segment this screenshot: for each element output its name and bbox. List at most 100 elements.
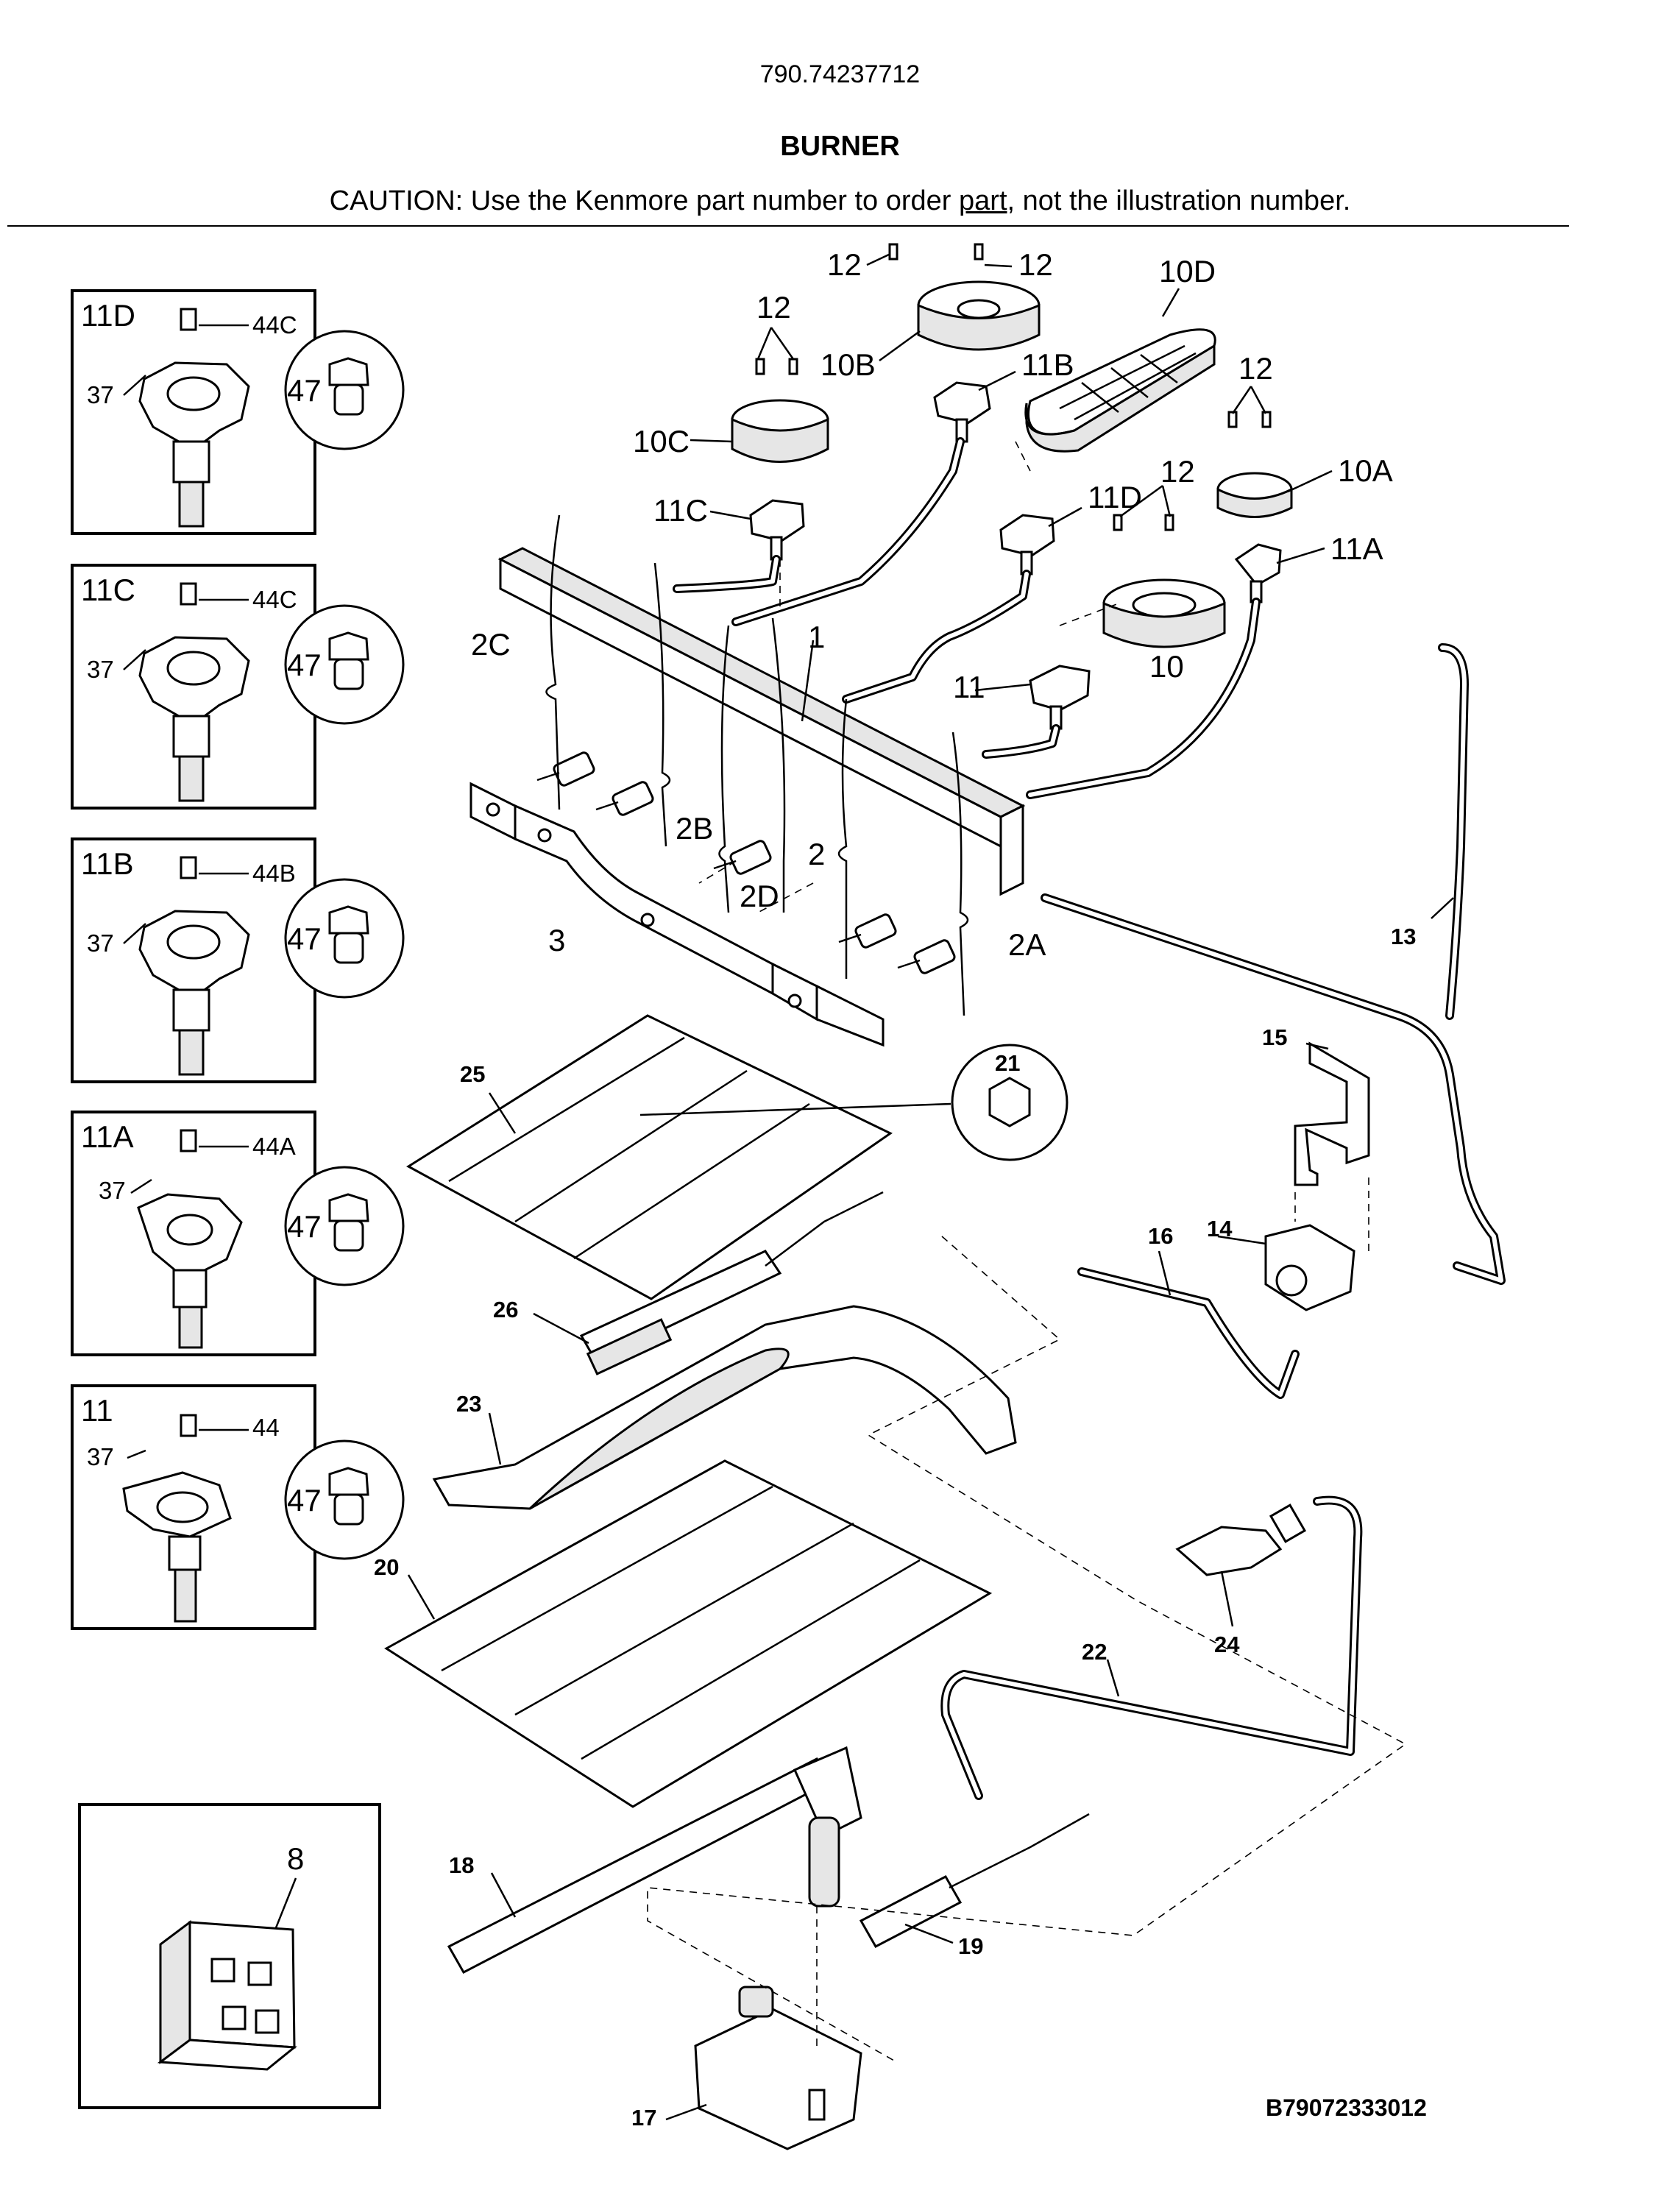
orifice-holder-11d bbox=[999, 514, 1055, 575]
callout-24: 24 bbox=[1214, 1632, 1240, 1657]
inset-11c-circle-part bbox=[328, 631, 369, 690]
inset-11a-screw-label: 37 bbox=[99, 1177, 126, 1204]
inset-11b-circle-part bbox=[328, 905, 369, 964]
valve-2d bbox=[713, 840, 772, 875]
oven-valve-17 bbox=[694, 1986, 862, 2150]
gas-tube-22 bbox=[940, 1495, 1363, 1800]
orifice-holder-11 bbox=[1029, 665, 1091, 730]
caution-part-word: part bbox=[959, 185, 1007, 216]
inset-11a: 11A 44A 37 47 bbox=[71, 1111, 405, 1356]
page-title: BURNER bbox=[780, 131, 900, 162]
callout-11d: 11D bbox=[1088, 480, 1142, 514]
inset-11a-title: 11A bbox=[81, 1119, 134, 1154]
orifice-holder-11a bbox=[1234, 543, 1282, 603]
nut-21 bbox=[988, 1077, 1031, 1127]
callout-2b: 2B bbox=[676, 811, 713, 846]
inset-11d-screw-label: 37 bbox=[87, 381, 114, 408]
callout-11a: 11A bbox=[1330, 531, 1383, 566]
inset-11-title: 11 bbox=[81, 1393, 113, 1428]
inset-11a-circle-label: 47 bbox=[287, 1209, 322, 1244]
inset-11a-circle-part bbox=[328, 1193, 369, 1252]
inset-11c-valve-drawing bbox=[123, 582, 250, 802]
callout-2a: 2A bbox=[1008, 927, 1046, 962]
inset-11c-cap-label: 44C bbox=[252, 586, 297, 613]
valve-2-a bbox=[838, 913, 897, 949]
callout-12-top-right: 12 bbox=[1018, 247, 1053, 282]
gas-tube-13 bbox=[1041, 893, 1506, 1285]
callout-10: 10 bbox=[1149, 649, 1184, 684]
callout-11: 11 bbox=[953, 670, 985, 704]
ignitor-26 bbox=[579, 1191, 884, 1375]
callout-14: 14 bbox=[1207, 1216, 1233, 1242]
callout-13: 13 bbox=[1391, 924, 1416, 949]
callout-10c: 10C bbox=[633, 424, 690, 458]
burner-10 bbox=[1102, 578, 1226, 648]
inset-11: 11 44 37 47 bbox=[71, 1384, 405, 1630]
baffle-plate-20 bbox=[384, 1459, 993, 1808]
inset-11b: 11B 44B 37 47 bbox=[71, 837, 405, 1083]
screws-12 bbox=[755, 243, 1272, 531]
inset-11c-title: 11C bbox=[81, 573, 135, 607]
diagram-reference-code: B79072333012 bbox=[1266, 2094, 1427, 2121]
alignment-dashes bbox=[647, 441, 1407, 2061]
model-number: 790.74237712 bbox=[759, 60, 921, 88]
broil-burner-18 bbox=[447, 1746, 862, 1974]
callout-12-mid-left: 12 bbox=[756, 290, 791, 325]
callout-12-top-left: 12 bbox=[827, 247, 862, 282]
inset-11b-title: 11B bbox=[81, 846, 134, 881]
callout-labels: 12 12 10D 12 10B 11B 12 10C 10A 12 11D 1… bbox=[374, 247, 1416, 2131]
bracket-15 bbox=[1294, 1041, 1370, 1186]
callout-10b: 10B bbox=[820, 347, 876, 382]
callout-1: 1 bbox=[808, 620, 825, 654]
valve-2c-b bbox=[595, 781, 654, 816]
callout-20: 20 bbox=[374, 1554, 399, 1580]
inset-11-screw-label: 37 bbox=[87, 1443, 114, 1470]
caution-text-before: CAUTION: Use the Kenmore part number to … bbox=[329, 185, 960, 216]
ignitor-19 bbox=[859, 1813, 1090, 1948]
callout-26: 26 bbox=[493, 1297, 518, 1322]
gas-tube-16 bbox=[1077, 1267, 1300, 1399]
oven-burner-23 bbox=[432, 1305, 1017, 1510]
callout-12-right: 12 bbox=[1238, 351, 1273, 386]
caution-notice: CAUTION: Use the Kenmore part number to … bbox=[0, 185, 1680, 217]
callout-18: 18 bbox=[449, 1852, 474, 1878]
inset-11b-cap-label: 44B bbox=[252, 860, 296, 887]
caution-text-after: , not the illustration number. bbox=[1007, 185, 1351, 216]
inset-11b-valve-drawing bbox=[123, 856, 250, 1076]
inset-11b-circle-label: 47 bbox=[287, 921, 322, 956]
burner-cover-25 bbox=[406, 1014, 893, 1300]
inset-11b-screw-label: 37 bbox=[87, 929, 114, 957]
pressure-regulator-14 bbox=[1264, 1224, 1355, 1311]
callout-17: 17 bbox=[631, 2105, 656, 2131]
callout-25: 25 bbox=[460, 1061, 485, 1087]
inset-11-circle-part bbox=[328, 1467, 369, 1526]
callout-2d: 2D bbox=[740, 879, 779, 913]
inset-11d-valve-drawing bbox=[123, 308, 250, 528]
burner-10d bbox=[1024, 328, 1216, 453]
orifice-holder-11c bbox=[749, 499, 805, 561]
callout-11b: 11B bbox=[1021, 347, 1074, 382]
burner-10b bbox=[917, 280, 1041, 351]
valve-2c-a bbox=[536, 751, 595, 787]
orifice-holder-11b bbox=[933, 381, 991, 443]
inset-11-circle-label: 47 bbox=[287, 1483, 322, 1517]
manifold-bracket-3 bbox=[469, 782, 885, 1047]
inset-11a-cap-label: 44A bbox=[252, 1133, 296, 1160]
inset-11d: 11D 44C 37 47 bbox=[71, 289, 405, 535]
inset-11c: 11C 44C 37 47 bbox=[71, 564, 405, 810]
callout-15: 15 bbox=[1262, 1024, 1287, 1050]
inset-11a-valve-drawing bbox=[130, 1129, 249, 1349]
burner-10a bbox=[1216, 472, 1293, 518]
callout-12-lower-right: 12 bbox=[1160, 454, 1195, 489]
callout-braces bbox=[545, 514, 969, 1016]
valve-2a bbox=[897, 939, 956, 974]
inset-11d-circle-part bbox=[328, 357, 369, 416]
inset-8: 8 bbox=[78, 1803, 381, 2109]
inset-11-cap-label: 44 bbox=[252, 1414, 280, 1441]
callout-10d: 10D bbox=[1159, 254, 1216, 288]
inset-11d-cap-label: 44C bbox=[252, 311, 297, 339]
manifold-1 bbox=[497, 547, 1026, 896]
callout-16: 16 bbox=[1148, 1223, 1173, 1249]
callout-21: 21 bbox=[995, 1050, 1020, 1076]
